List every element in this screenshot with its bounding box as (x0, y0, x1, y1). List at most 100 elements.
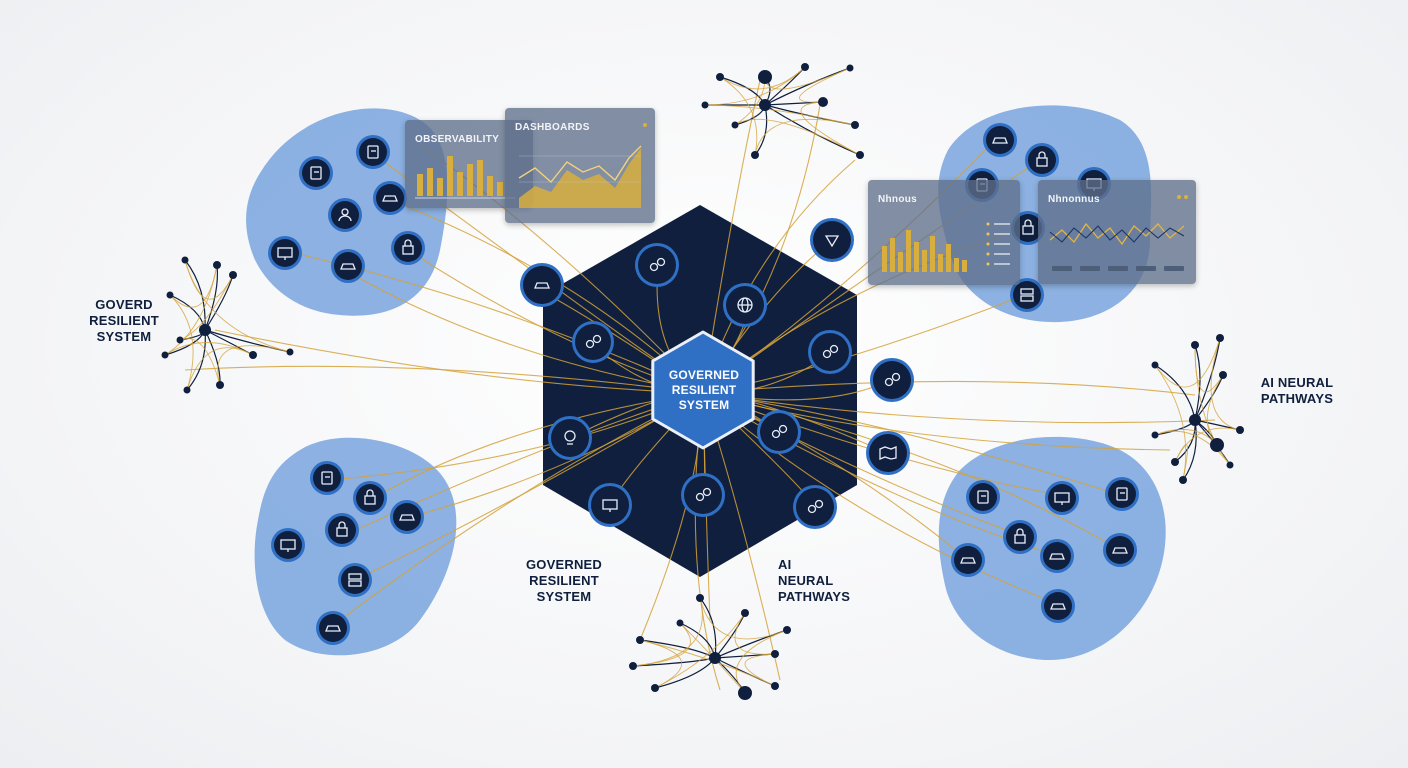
connection-wire (214, 329, 704, 394)
neural-link-gold (1154, 337, 1221, 388)
neural-node (846, 64, 854, 72)
neural-node (161, 351, 169, 359)
neural-node (229, 271, 237, 279)
left-label-line2: RESILIENT (89, 313, 159, 328)
left-label-line1: GOVERD (95, 297, 153, 312)
neural-node (738, 686, 752, 700)
center-label-line3: SYSTEM (678, 398, 730, 412)
neural-node (1216, 334, 1224, 342)
doc-icon (356, 135, 390, 169)
doc-icon (966, 480, 1000, 514)
neural-node (1151, 361, 1159, 369)
neural-link-gold (699, 597, 788, 640)
neural-link-gold (169, 264, 218, 308)
neural-node (216, 381, 224, 389)
car-icon (520, 263, 564, 307)
right-label: AI NEURAL PATHWAYS (1252, 375, 1342, 407)
neural-link-gold (735, 629, 788, 694)
car-icon (373, 181, 407, 215)
neural-node (249, 351, 257, 359)
right-bars-panel: Nhnous (868, 180, 1020, 285)
neural-node (771, 650, 779, 658)
connection-wire (702, 380, 1196, 396)
neural-node (731, 121, 739, 129)
bottom-left-label-line2: RESILIENT (529, 573, 599, 588)
lock-icon (325, 513, 359, 547)
bottom-right-label: AI NEURAL PATHWAYS (778, 557, 870, 605)
neural-link (184, 259, 206, 331)
doc-icon (299, 156, 333, 190)
neural-link-gold (632, 622, 691, 667)
neural-link-gold (800, 101, 861, 156)
neural-node (166, 291, 174, 299)
neural-link-gold (704, 66, 806, 106)
lock-icon (1025, 143, 1059, 177)
neural-hub (199, 324, 211, 336)
neural-node (1171, 458, 1179, 466)
neural-link-gold (654, 612, 746, 689)
neural-link-gold (764, 67, 851, 90)
neural-node (286, 348, 294, 356)
neural-node (1236, 426, 1244, 434)
connection-wire (344, 269, 704, 394)
car-icon (316, 611, 350, 645)
neural-link-gold (639, 639, 776, 687)
right-lines-chart (1049, 222, 1185, 271)
neural-link-gold (799, 67, 851, 103)
neural-node (701, 101, 709, 109)
neural-link-gold (719, 76, 758, 156)
car-icon (1041, 589, 1075, 623)
neural-link-gold (1194, 344, 1231, 466)
car-icon (983, 123, 1017, 157)
car-icon (1103, 533, 1137, 567)
neural-link-gold (704, 104, 856, 126)
net-icon (808, 330, 852, 374)
neural-node (629, 662, 637, 670)
neural-link-gold (1154, 364, 1187, 481)
neural-node (636, 636, 644, 644)
doc-icon (1105, 477, 1139, 511)
neural-node (856, 151, 864, 159)
right-lines-panel: Nhnonnus (1038, 180, 1196, 284)
bottom-right-label-line1: AI (778, 557, 792, 572)
neural-link-gold (734, 118, 861, 156)
bulb-icon (548, 416, 592, 460)
neural-node (696, 594, 704, 602)
net-icon (681, 473, 725, 517)
globe-icon (723, 283, 767, 327)
neural-link-gold (734, 612, 776, 655)
neural-node (213, 261, 221, 269)
bottom-right-label-line3: PATHWAYS (778, 589, 851, 604)
connection-wire (184, 365, 704, 394)
car-icon (390, 500, 424, 534)
car-icon (951, 543, 985, 577)
lock-icon (391, 231, 425, 265)
neural-node (741, 609, 749, 617)
neural-node (783, 626, 791, 634)
left-label-line3: SYSTEM (96, 329, 152, 344)
neural-node (851, 121, 859, 129)
right-label-line1: AI NEURAL (1260, 375, 1334, 390)
bottom-left-label-line1: GOVERNED (525, 557, 602, 572)
connection-wire (702, 392, 1171, 451)
neural-link-gold (184, 259, 291, 353)
neural-node (1226, 461, 1234, 469)
neural-node (716, 73, 724, 81)
server-icon (338, 563, 372, 597)
panel-dots (640, 114, 647, 132)
right-bars-chart (882, 222, 1010, 272)
monitor-icon (588, 483, 632, 527)
panel-dots-right (1174, 186, 1188, 204)
neural-link (204, 274, 234, 331)
neural-node (771, 682, 779, 690)
center-label: GOVERNED RESILIENT SYSTEM (642, 368, 766, 413)
net-icon (793, 485, 837, 529)
doc-icon (310, 461, 344, 495)
neural-link-gold (754, 118, 856, 156)
bottom-left-label-line3: SYSTEM (536, 589, 592, 604)
neural-link (1154, 364, 1196, 421)
dashboards-area-chart (518, 145, 642, 208)
neural-link-gold (1210, 337, 1241, 431)
